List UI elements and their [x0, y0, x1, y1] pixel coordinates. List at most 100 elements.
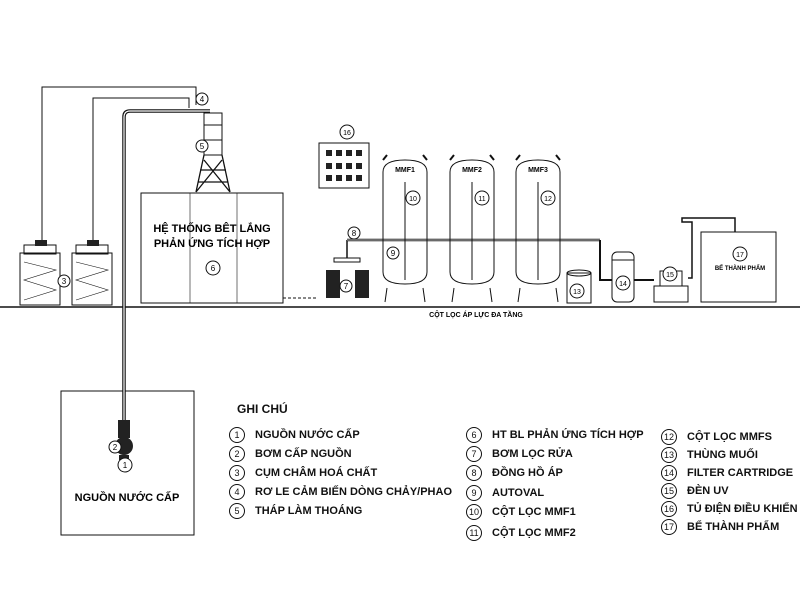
legend-item: 9 AUTOVAL — [466, 485, 544, 501]
marker-13: 13 — [569, 283, 585, 299]
legend-number: 17 — [661, 519, 677, 535]
legend-number: 3 — [229, 465, 245, 481]
svg-text:8: 8 — [352, 229, 357, 238]
mmf2-label: MMF2 — [462, 167, 482, 174]
legend-text: THÙNG MUỐI — [687, 449, 758, 461]
aeration-tower — [195, 112, 231, 193]
svg-text:17: 17 — [736, 252, 744, 259]
legend-number: 10 — [466, 504, 482, 520]
marker-4: 4 — [195, 92, 209, 106]
legend-text: FILTER CARTRIDGE — [687, 467, 794, 479]
svg-text:9: 9 — [391, 249, 396, 258]
legend-item: 1 NGUỒN NƯỚC CẤP — [229, 427, 360, 443]
svg-text:3: 3 — [62, 277, 67, 286]
legend-item: 15 ĐÈN UV — [661, 483, 729, 499]
svg-text:14: 14 — [619, 281, 627, 288]
marker-12: 12 — [540, 190, 556, 206]
mmf1-label: MMF1 — [395, 167, 415, 174]
svg-text:6: 6 — [211, 264, 216, 273]
marker-7: 7 — [339, 279, 353, 293]
settling-system-box — [140, 192, 284, 304]
product-tank-label: BỂ THÀNH PHẨM — [715, 265, 765, 272]
legend-item: 16 TỦ ĐIỆN ĐIỀU KHIỂN — [661, 501, 798, 517]
legend-item: 12 CỘT LỌC MMFS — [661, 429, 772, 445]
filter-column-mmf3 — [515, 154, 561, 303]
marker-15: 15 — [662, 266, 678, 282]
legend-number: 2 — [229, 446, 245, 462]
legend-text: THÁP LÀM THOÁNG — [255, 505, 363, 517]
svg-text:11: 11 — [478, 196, 485, 203]
legend-item: 2 BƠM CẤP NGUỒN — [229, 446, 352, 462]
marker-11: 11 — [474, 190, 490, 206]
legend-text: CỘT LỌC MMFS — [687, 431, 772, 443]
wash-pump-icon — [326, 239, 390, 298]
legend-text: CỘT LỌC MMF2 — [492, 527, 576, 539]
legend-text: TỦ ĐIỆN ĐIỀU KHIỂN — [687, 503, 798, 515]
svg-text:4: 4 — [200, 95, 205, 104]
svg-text:16: 16 — [343, 130, 351, 137]
legend-item: 6 HT BL PHẢN ỨNG TÍCH HỢP — [466, 427, 644, 443]
filter-cartridge — [611, 251, 635, 303]
product-tank-box — [700, 231, 777, 303]
feed-pipe-inner — [123, 110, 210, 440]
svg-text:5: 5 — [200, 142, 205, 151]
legend-number: 14 — [661, 465, 677, 481]
legend-number: 12 — [661, 429, 677, 445]
svg-text:13: 13 — [573, 289, 581, 296]
chemical-tank-2 — [71, 240, 113, 306]
marker-17: 17 — [732, 246, 748, 262]
settling-system-label-2: PHẢN ỨNG TÍCH HỢP — [154, 237, 270, 250]
svg-text:10: 10 — [409, 196, 417, 203]
marker-9: 9 — [386, 246, 400, 260]
legend-item: 3 CỤM CHÂM HOÁ CHẤT — [229, 465, 377, 481]
legend-number: 4 — [229, 484, 245, 500]
control-panel-buttons — [326, 150, 362, 181]
marker-14: 14 — [615, 275, 631, 291]
legend-number: 5 — [229, 503, 245, 519]
filter-column-mmf2 — [449, 154, 495, 303]
marker-3: 3 — [57, 274, 71, 288]
legend-number: 16 — [661, 501, 677, 517]
dosing-line-2 — [92, 97, 190, 240]
pressure-columns-label: CỘT LỌC ÁP LỰC ĐA TẦNG — [429, 309, 523, 319]
marker-2: 2 — [108, 440, 122, 454]
legend-text: AUTOVAL — [492, 487, 545, 499]
settling-system-label-1: HỆ THỐNG BÊT LẮNG — [153, 221, 270, 235]
svg-text:12: 12 — [544, 196, 552, 203]
legend-number: 8 — [466, 465, 482, 481]
legend-text: ĐÈN UV — [687, 485, 729, 497]
svg-text:15: 15 — [666, 272, 674, 279]
control-panel — [318, 142, 370, 189]
product-pipe — [599, 240, 612, 281]
legend-title: GHI CHÚ — [237, 402, 288, 416]
legend-number: 6 — [466, 427, 482, 443]
svg-text:2: 2 — [113, 443, 118, 452]
legend-number: 13 — [661, 447, 677, 463]
legend-item: 13 THÙNG MUỐI — [661, 447, 758, 463]
legend-text: CỤM CHÂM HOÁ CHẤT — [255, 467, 378, 479]
source-pump-icon — [115, 420, 133, 460]
dosing-line-1 — [41, 86, 197, 240]
water-source-box — [60, 390, 195, 536]
legend-text: NGUỒN NƯỚC CẤP — [255, 429, 360, 441]
legend-number: 15 — [661, 483, 677, 499]
marker-5: 5 — [195, 139, 209, 153]
legend-text: HT BL PHẢN ỨNG TÍCH HỢP — [492, 429, 644, 441]
marker-8: 8 — [347, 226, 361, 240]
legend-item: 14 FILTER CARTRIDGE — [661, 465, 793, 481]
tank-inlet-pipe — [681, 217, 736, 279]
water-source-label: NGUỒN NƯỚC CẤP — [75, 491, 180, 504]
svg-text:7: 7 — [344, 282, 349, 291]
svg-text:1: 1 — [123, 461, 128, 470]
filter-column-mmf1 — [382, 154, 428, 303]
salt-tank — [566, 269, 592, 304]
legend-text: BƠM LỌC RỬA — [492, 448, 573, 460]
legend-number: 9 — [466, 485, 482, 501]
legend-number: 1 — [229, 427, 245, 443]
legend-text: BƠM CẤP NGUỒN — [255, 448, 352, 460]
